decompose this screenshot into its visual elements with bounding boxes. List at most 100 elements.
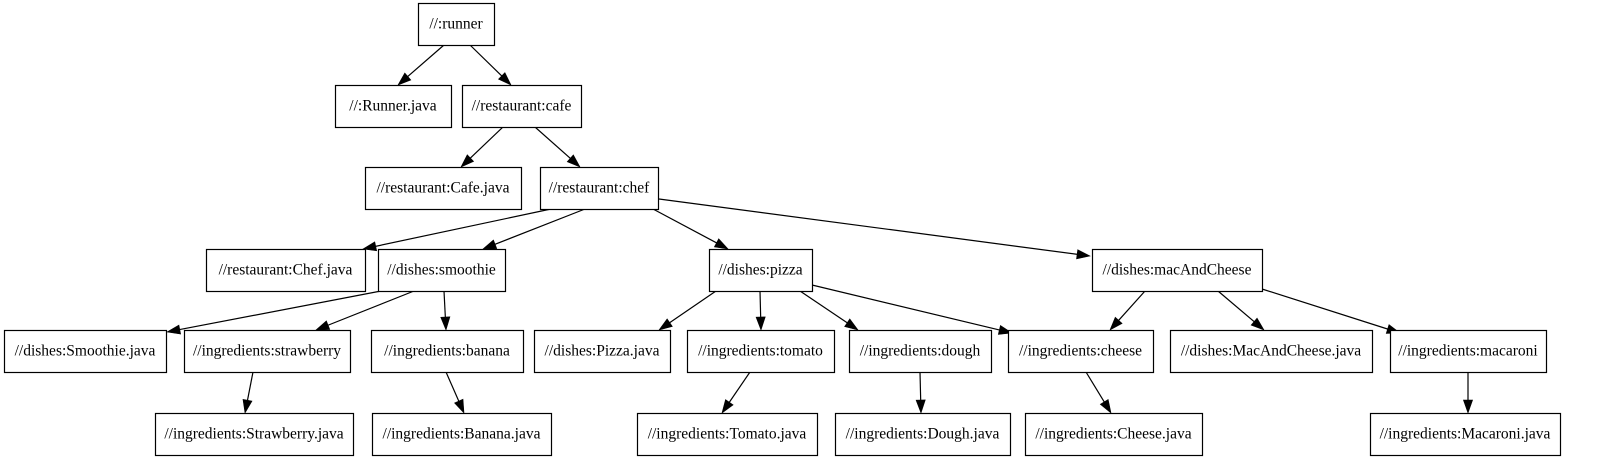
graph-edge (811, 284, 1013, 335)
graph-node-banana_java[interactable]: //ingredients:Banana.java (371, 412, 553, 457)
graph-node-ing_tomato[interactable]: //ingredients:tomato (686, 329, 836, 374)
edge-line (469, 44, 504, 78)
node-box[interactable] (686, 329, 836, 374)
node-box[interactable] (370, 329, 525, 374)
graph-edge (166, 290, 382, 335)
node-label: //ingredients:strawberry (193, 343, 341, 360)
node-box[interactable] (154, 412, 355, 457)
edge-arrowhead (454, 398, 465, 414)
edge-line (1085, 371, 1106, 404)
graph-node-runner_java[interactable]: //:Runner.java (334, 84, 453, 129)
graph-node-strawberry_java[interactable]: //ingredients:Strawberry.java (154, 412, 355, 457)
graph-edge (460, 126, 504, 168)
edge-line (493, 208, 586, 246)
edge-line (1117, 290, 1146, 322)
graph-node-restaurant_cafe[interactable]: //restaurant:cafe (461, 84, 583, 129)
node-box[interactable] (334, 84, 453, 129)
node-label: //dishes:macAndCheese (1103, 262, 1252, 279)
graph-node-macaroni_java[interactable]: //ingredients:Macaroni.java (1369, 412, 1562, 457)
node-box[interactable] (417, 2, 496, 47)
graph-node-dough_java[interactable]: //ingredients:Dough.java (834, 412, 1012, 457)
edge-line (178, 290, 382, 331)
edge-line (799, 290, 849, 325)
node-box[interactable] (183, 329, 352, 374)
edge-arrowhead (1250, 317, 1265, 331)
graph-node-cafe_java[interactable]: //restaurant:Cafe.java (364, 166, 523, 211)
node-label: //ingredients:tomato (698, 343, 823, 360)
edge-line (326, 290, 415, 327)
node-box[interactable] (371, 412, 553, 457)
graph-node-runner[interactable]: //:runner (417, 2, 496, 47)
graph-node-restaurant_chef[interactable]: //restaurant:chef (539, 166, 660, 211)
graph-edge (658, 290, 717, 331)
graph-edge (652, 208, 729, 250)
graph-node-cheese_java[interactable]: //ingredients:Cheese.java (1024, 412, 1204, 457)
node-label: //ingredients:Macaroni.java (1380, 426, 1551, 443)
node-box[interactable] (1169, 329, 1374, 374)
edge-arrowhead (1076, 249, 1091, 260)
node-label: //restaurant:Cafe.java (377, 180, 510, 197)
node-label: //restaurant:Chef.java (219, 262, 353, 279)
graph-node-ing_dough[interactable]: //ingredients:dough (848, 329, 993, 374)
graph-edge (482, 208, 586, 250)
graph-edge (445, 371, 465, 414)
node-box[interactable] (1007, 329, 1155, 374)
node-box[interactable] (377, 248, 507, 293)
node-box[interactable] (1389, 329, 1548, 374)
graph-node-ing_banana[interactable]: //ingredients:banana (370, 329, 525, 374)
node-box[interactable] (205, 248, 367, 293)
edge-arrowhead (362, 241, 378, 252)
graph-edge (315, 290, 415, 331)
graph-edge (397, 44, 445, 86)
edge-line (668, 290, 717, 325)
node-box[interactable] (364, 166, 523, 211)
graph-edge (721, 371, 751, 414)
node-box[interactable] (1091, 248, 1264, 293)
node-box[interactable] (636, 412, 819, 457)
graph-node-dishes_smoothie[interactable]: //dishes:smoothie (377, 248, 507, 293)
graph-node-pizza_java[interactable]: //dishes:Pizza.java (533, 329, 672, 374)
graph-node-mac_java[interactable]: //dishes:MacAndCheese.java (1169, 329, 1374, 374)
node-box[interactable] (708, 248, 814, 293)
node-box[interactable] (539, 166, 660, 211)
node-box[interactable] (834, 412, 1012, 457)
node-box[interactable] (1369, 412, 1562, 457)
graph-node-smoothie_java[interactable]: //dishes:Smoothie.java (3, 329, 168, 374)
node-label: //ingredients:Cheese.java (1035, 426, 1191, 443)
graph-node-chef_java[interactable]: //restaurant:Chef.java (205, 248, 367, 293)
graph-node-ing_strawberry[interactable]: //ingredients:strawberry (183, 329, 352, 374)
node-label: //ingredients:Strawberry.java (164, 426, 343, 443)
edge-line (443, 290, 447, 319)
edge-arrowhead (755, 316, 766, 331)
node-label: //dishes:MacAndCheese.java (1181, 343, 1361, 360)
graph-node-tomato_java[interactable]: //ingredients:Tomato.java (636, 412, 819, 457)
node-box[interactable] (1024, 412, 1204, 457)
edge-line (406, 44, 445, 78)
graph-node-dishes_pizza[interactable]: //dishes:pizza (708, 248, 814, 293)
edge-arrowhead (482, 239, 498, 250)
node-box[interactable] (461, 84, 583, 129)
node-label: //dishes:Smoothie.java (15, 343, 156, 360)
graph-node-dishes_mac[interactable]: //dishes:macAndCheese (1091, 248, 1264, 293)
graph-edge (658, 198, 1091, 260)
edge-arrowhead (460, 154, 475, 168)
edge-arrowhead (397, 72, 412, 86)
edge-arrowhead (1099, 399, 1112, 414)
node-label: //:Runner.java (349, 98, 437, 115)
node-label: //ingredients:dough (860, 343, 981, 360)
node-label: //dishes:pizza (718, 262, 802, 279)
node-box[interactable] (533, 329, 672, 374)
node-box[interactable] (848, 329, 993, 374)
graph-node-ing_macaroni[interactable]: //ingredients:macaroni (1389, 329, 1548, 374)
node-label: //ingredients:Banana.java (383, 426, 541, 443)
graph-edge (242, 371, 254, 414)
graph-node-ing_cheese[interactable]: //ingredients:cheese (1007, 329, 1155, 374)
edge-arrowhead (497, 72, 512, 86)
node-box[interactable] (3, 329, 168, 374)
edge-line (1217, 290, 1256, 324)
node-label: //:runner (429, 16, 483, 33)
edge-layer (166, 44, 1474, 414)
edge-line (374, 208, 552, 248)
